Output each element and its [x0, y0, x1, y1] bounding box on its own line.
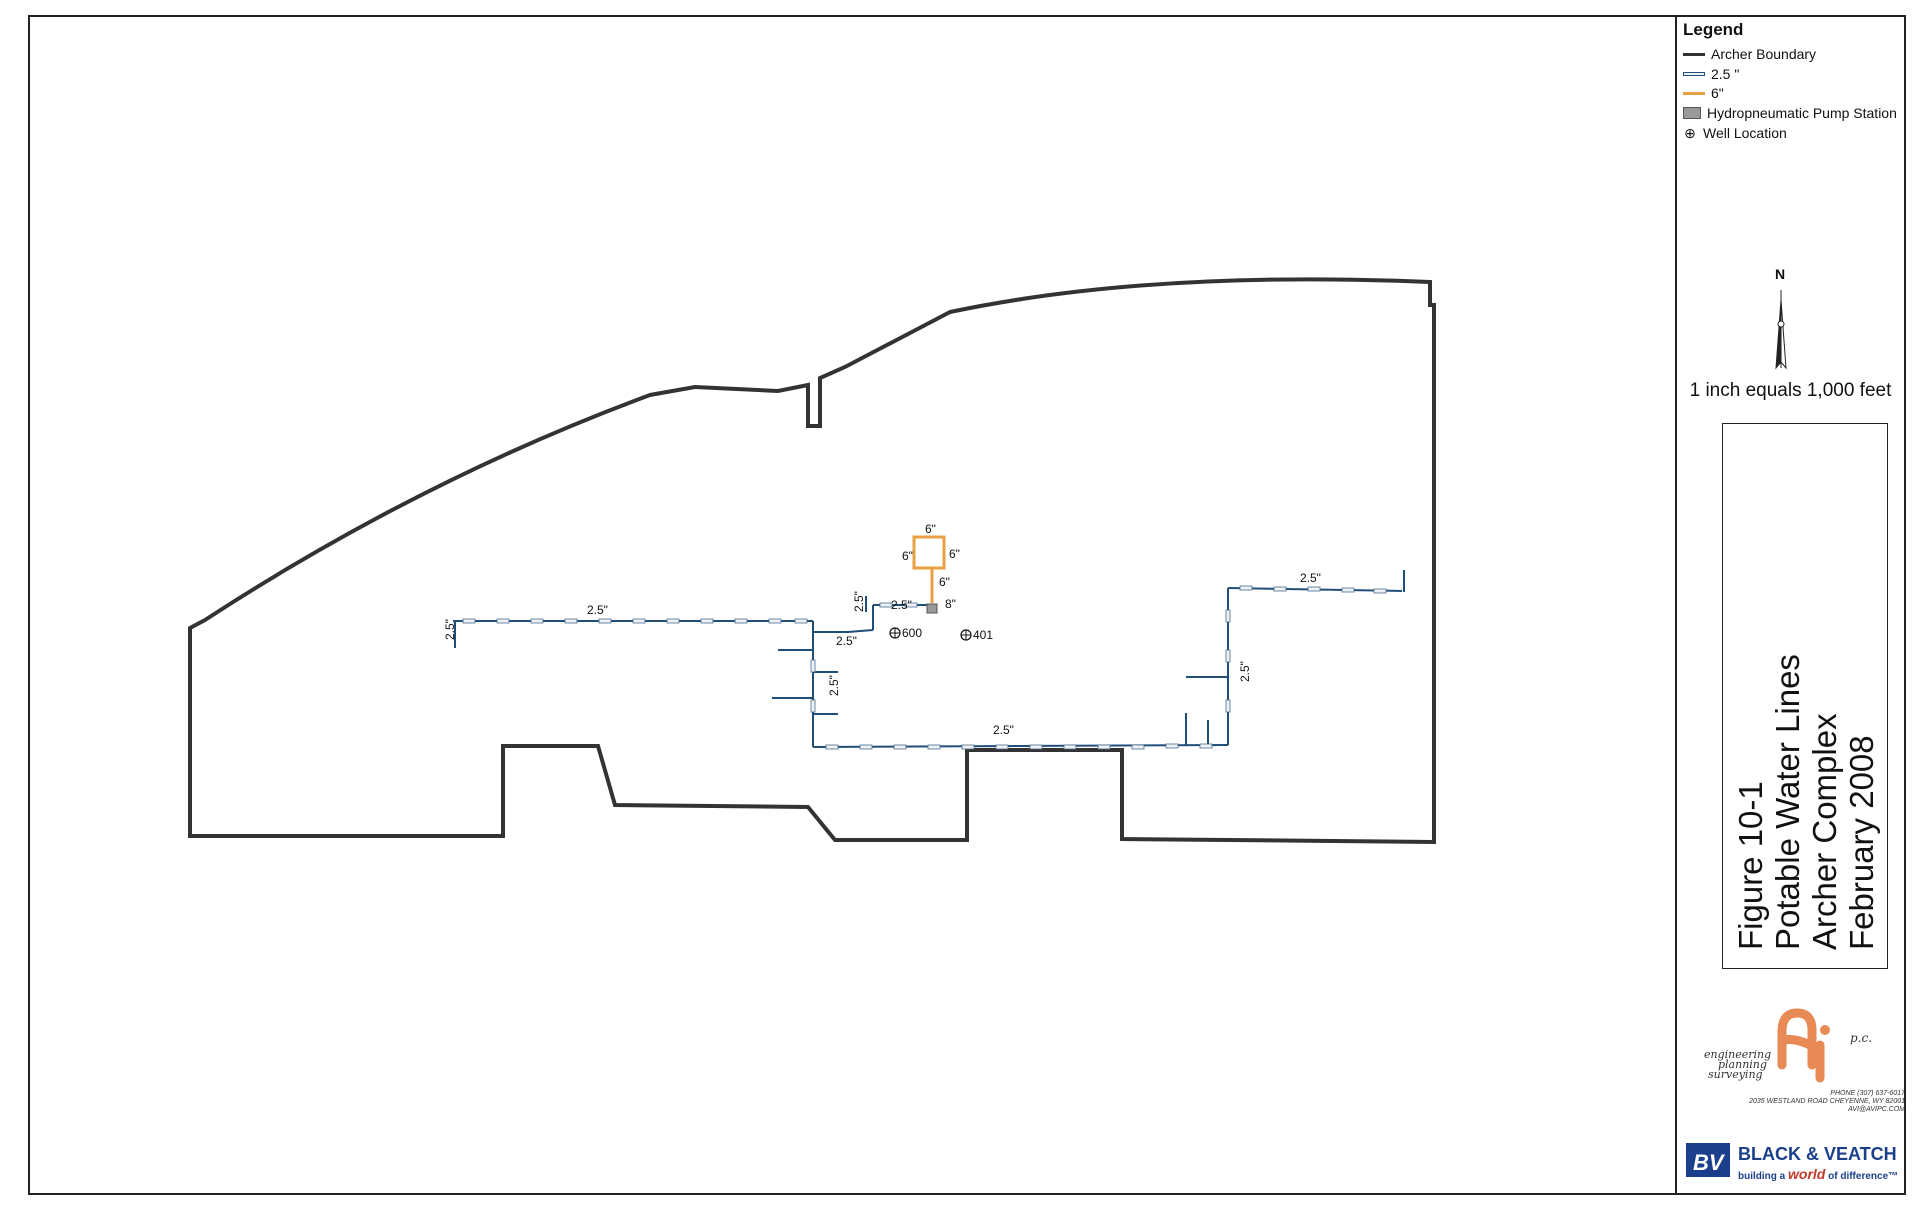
pipe-2-5-swatch: [1683, 72, 1705, 76]
north-arrow-icon: [1775, 290, 1787, 370]
pipe-label-2-5-junction-b: 2.5": [852, 591, 866, 612]
avi-logo-dot: [1820, 1025, 1830, 1035]
legend-item-pipe-2-5: 2.5 ": [1683, 66, 1739, 82]
avi-email: AVI@AVIPC.COM: [1848, 1106, 1905, 1113]
pipe-label-8: 8": [945, 597, 956, 611]
figure-title: Potable Water Lines: [1769, 654, 1806, 950]
avi-suffix: p.c.: [1850, 1031, 1873, 1045]
boundary-line-swatch: [1683, 52, 1705, 56]
legend-title: Legend: [1683, 20, 1744, 39]
title-block: Figure 10-1 Potable Water Lines Archer C…: [1722, 423, 1888, 969]
figure-date: February 2008: [1843, 735, 1880, 950]
avi-tagline-2: planning: [1718, 1058, 1767, 1071]
north-label: N: [1775, 266, 1786, 282]
pump-station: [926, 603, 938, 614]
well-600: [889, 627, 901, 639]
avi-phone: PHONE (307) 637-6017: [1830, 1090, 1905, 1097]
pipe-label-2-5-junction-c: 2.5": [891, 598, 912, 612]
svg-text:BV: BV: [1693, 1150, 1726, 1175]
title-text: Figure 10-1 Potable Water Lines Archer C…: [1723, 424, 1889, 970]
pipe-label-6-stem: 6": [939, 575, 950, 589]
pipe-label-2-5-west: 2.5": [443, 619, 457, 640]
avi-tagline-1: engineering: [1704, 1048, 1772, 1061]
pipe-label-2-5-north: 2.5": [587, 603, 608, 617]
well-symbol: ⊕: [1684, 125, 1696, 141]
figure-number: Figure 10-1: [1732, 781, 1769, 950]
pipe-label-2-5-south: 2.5": [993, 723, 1014, 737]
well-label-600: 600: [902, 626, 922, 640]
bv-tagline: building a world of difference™: [1738, 1166, 1898, 1182]
bv-logo-mark: BV: [1686, 1143, 1730, 1177]
archer-boundary: [188, 277, 1436, 845]
pipe-label-6-top: 6": [925, 522, 936, 536]
pipe-segment-markers: [462, 585, 1387, 750]
avi-logo: engineering planning surveying p.c.: [1700, 1005, 1900, 1115]
pipe-label-2-5-junction-a: 2.5": [836, 634, 857, 648]
pump-station-swatch: [1683, 107, 1701, 119]
legend-item-well-location: ⊕ Well Location: [1683, 125, 1787, 141]
pipe-label-2-5-vertical-east: 2.5": [1238, 661, 1252, 682]
legend-item-pipe-6: 6": [1683, 85, 1724, 101]
bv-tagline-part: of difference: [1825, 1171, 1889, 1182]
pipe-label-2-5-vertical-west: 2.5": [827, 675, 841, 696]
legend-item-pump-station: Hydropneumatic Pump Station: [1683, 105, 1897, 121]
bv-tagline-world: world: [1788, 1166, 1826, 1182]
pipe-label-2-5-east: 2.5": [1300, 571, 1321, 585]
avi-address: 2035 WESTLAND ROAD CHEYENNE, WY 82001: [1749, 1098, 1905, 1105]
pipes-2-5: [453, 570, 1405, 748]
pipe-label-6-right: 6": [949, 547, 960, 561]
legend-label: Archer Boundary: [1711, 46, 1817, 62]
legend-label: Well Location: [1703, 125, 1787, 141]
avi-contact: PHONE (307) 637-6017 2035 WESTLAND ROAD …: [1700, 1090, 1905, 1114]
bv-name: BLACK & VEATCH: [1738, 1144, 1897, 1164]
well-label-401: 401: [973, 628, 993, 642]
avi-logo-mark: [1777, 1008, 1825, 1083]
legend-item-archer-boundary: Archer Boundary: [1683, 46, 1816, 62]
pipe-label-6-left: 6": [902, 549, 913, 563]
avi-tagline-3: surveying: [1708, 1068, 1763, 1081]
legend-label: 2.5 ": [1711, 66, 1740, 82]
bv-trademark: ™: [1888, 1171, 1899, 1182]
figure-location: Archer Complex: [1806, 713, 1843, 950]
pipes-6: [912, 535, 946, 603]
legend-label: 6": [1711, 85, 1724, 101]
legend-sidebar: [1675, 15, 1906, 1195]
scale-text: 1 inch equals 1,000 feet: [1689, 380, 1892, 401]
pipe-6-swatch: [1683, 91, 1705, 95]
legend-label: Hydropneumatic Pump Station: [1707, 105, 1897, 121]
bv-tagline-part: building a: [1738, 1171, 1788, 1182]
map-frame: [28, 15, 1906, 1195]
well-401: [960, 629, 972, 641]
black-veatch-logo: BLACK & VEATCH building a world of diffe…: [1682, 1140, 1904, 1182]
